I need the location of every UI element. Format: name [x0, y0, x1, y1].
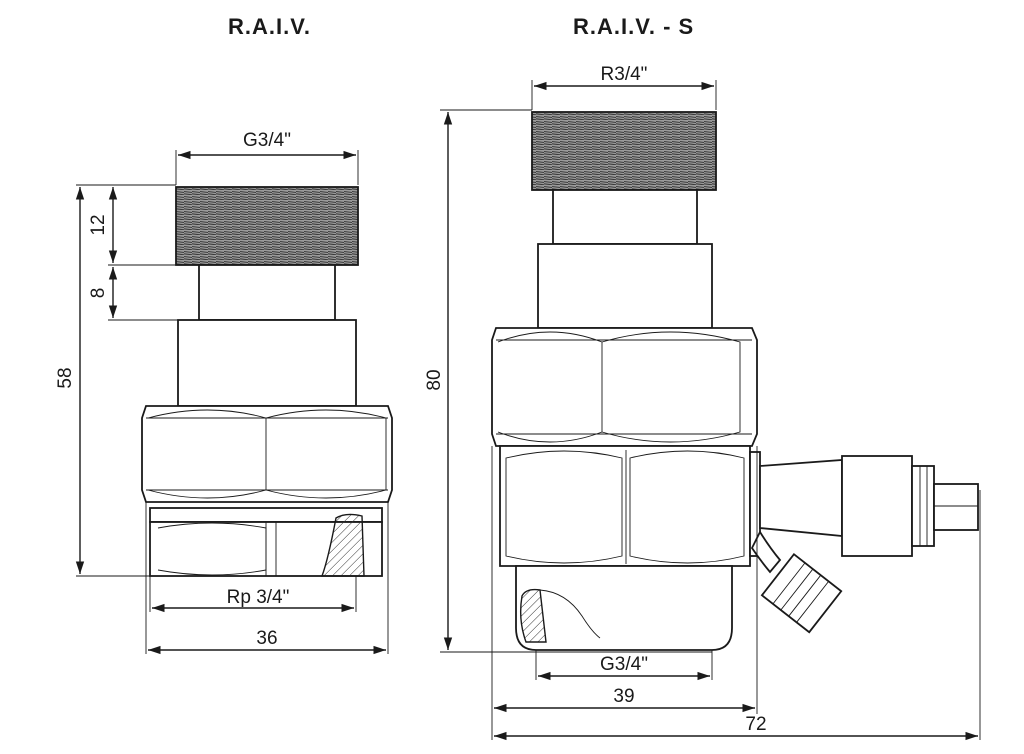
right-side-cap: [841, 455, 913, 557]
left-dim-12: 12: [88, 214, 109, 235]
right-drain-nozzle: [760, 553, 843, 634]
right-top-thread: [531, 111, 717, 191]
right-top-thread-label: R3/4": [601, 64, 648, 85]
left-top-thread: [175, 186, 359, 266]
left-dim-58: 58: [55, 367, 76, 388]
left-top-thread-label: G3/4": [243, 130, 291, 151]
left-valve-drawing: [141, 186, 393, 577]
left-section-hatch: [320, 513, 365, 577]
left-stem: [177, 319, 357, 407]
left-dim-36: 36: [256, 628, 277, 649]
left-neck: [198, 264, 336, 321]
right-dimensions: R3/4" 80 G3/4" 39 72: [424, 64, 981, 741]
right-stem: [537, 243, 713, 329]
right-view-title: R.A.I.V. - S: [573, 14, 695, 39]
right-bottom-thread-label: G3/4": [600, 654, 648, 675]
right-dim-39: 39: [613, 686, 634, 707]
left-view-title: R.A.I.V.: [228, 14, 311, 39]
right-upper-hex-nut: [491, 327, 758, 447]
left-bottom-thread-label: Rp 3/4": [227, 587, 290, 608]
left-hex-nut: [141, 405, 393, 503]
right-valve-drawing: [491, 111, 979, 651]
right-dim-72: 72: [745, 714, 766, 735]
right-neck: [552, 189, 698, 245]
right-bottom-cup: [515, 565, 733, 651]
left-dim-8: 8: [88, 288, 109, 299]
left-dimensions: G3/4" 12 8 58 Rp 3/4" 36: [55, 130, 389, 655]
right-section-hatch: [519, 588, 547, 643]
right-side-port: [759, 459, 843, 537]
right-lower-hex-block: [499, 445, 751, 567]
right-dim-80: 80: [424, 369, 445, 390]
